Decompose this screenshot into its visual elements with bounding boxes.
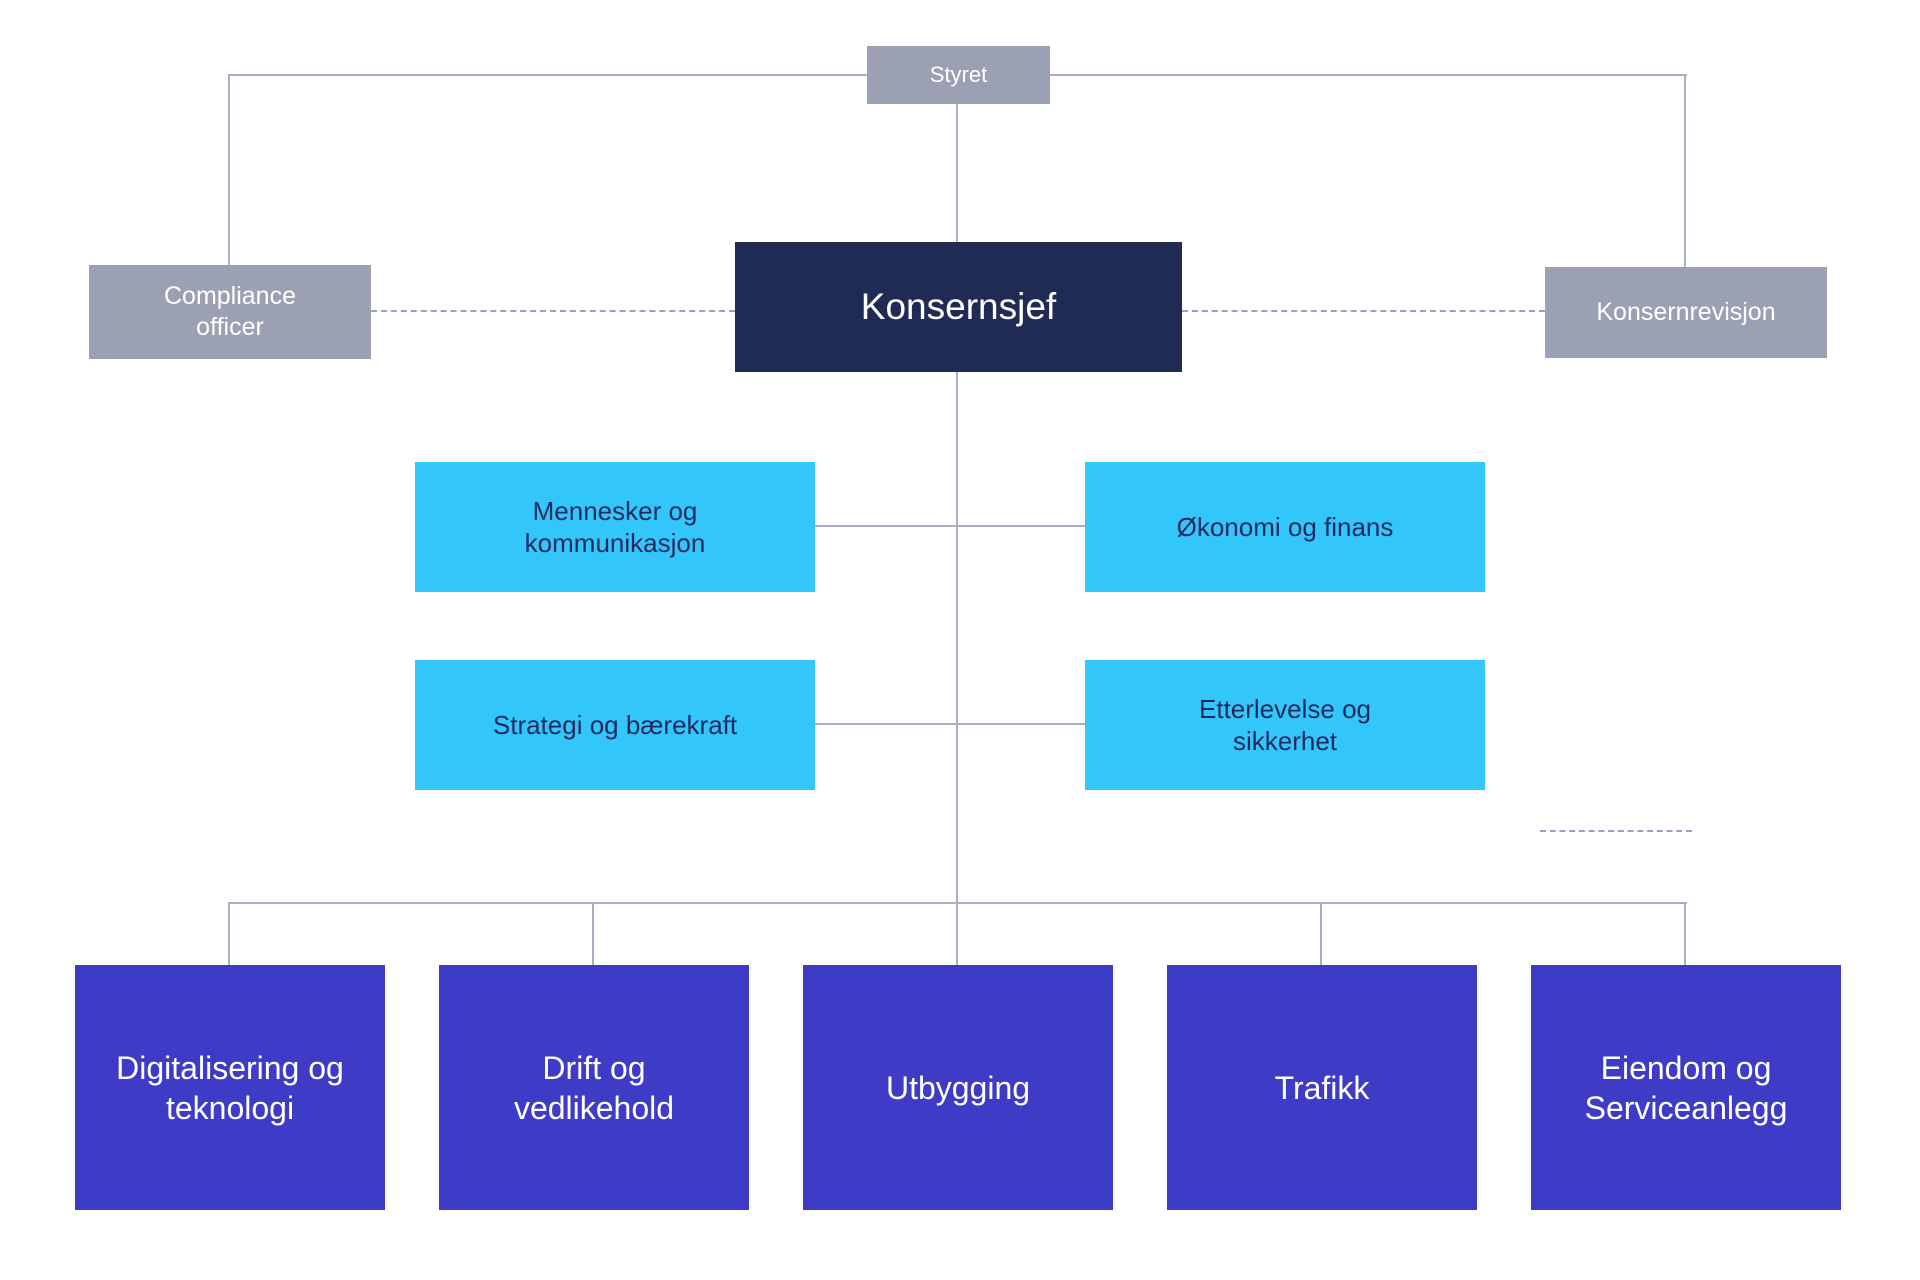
- node-staff-strategi-og-baerekraft: Strategi og bærekraft: [415, 660, 815, 790]
- node-division-label: Utbygging: [885, 1069, 1031, 1106]
- node-division-label: Digitalisering og teknologi: [116, 1049, 344, 1126]
- connector-bus-to-division-1: [228, 902, 230, 965]
- connector-division-bus: [229, 902, 1687, 904]
- dashed-connector-compliance-ceo: [371, 310, 735, 312]
- connector-bus-to-division-2: [592, 902, 594, 965]
- node-board-label: Styret: [929, 62, 988, 88]
- connector-rail-to-compliance: [228, 74, 230, 265]
- node-division-eiendom-og-serviceanlegg: Eiendom og Serviceanlegg: [1531, 965, 1841, 1210]
- node-konsernrevisjon-label: Konsernrevisjon: [1596, 297, 1776, 326]
- connector-rail-to-revisjon: [1684, 74, 1686, 267]
- node-division-label: Eiendom og Serviceanlegg: [1584, 1049, 1788, 1126]
- connector-ceo-axis: [956, 372, 958, 965]
- dashed-stub-right: [1540, 830, 1692, 832]
- node-konsernrevisjon: Konsernrevisjon: [1545, 267, 1827, 358]
- node-division-drift-og-vedlikehold: Drift og vedlikehold: [439, 965, 749, 1210]
- node-ceo-label: Konsernsjef: [860, 285, 1057, 327]
- node-staff-mennesker-og-kommunikasjon: Mennesker og kommunikasjon: [415, 462, 815, 592]
- node-ceo: Konsernsjef: [735, 242, 1182, 372]
- node-division-digitalisering-og-teknologi: Digitalisering og teknologi: [75, 965, 385, 1210]
- node-compliance-officer-label: Compliance officer: [163, 281, 296, 341]
- node-compliance-officer: Compliance officer: [89, 265, 371, 359]
- node-staff-label: Økonomi og finans: [1176, 511, 1394, 542]
- node-staff-label: Mennesker og kommunikasjon: [524, 495, 706, 559]
- node-staff-okonomi-og-finans: Økonomi og finans: [1085, 462, 1485, 592]
- node-staff-etterlevelse-og-sikkerhet: Etterlevelse og sikkerhet: [1085, 660, 1485, 790]
- connector-board-to-ceo: [956, 104, 958, 242]
- node-division-label: Trafikk: [1274, 1069, 1370, 1106]
- connector-bus-to-division-4: [1320, 902, 1322, 965]
- node-division-trafikk: Trafikk: [1167, 965, 1477, 1210]
- connector-staff-row2: [815, 723, 1085, 725]
- node-division-utbygging: Utbygging: [803, 965, 1113, 1210]
- node-division-label: Drift og vedlikehold: [513, 1049, 675, 1126]
- node-board: Styret: [867, 46, 1050, 104]
- node-staff-label: Etterlevelse og sikkerhet: [1199, 693, 1371, 757]
- connector-staff-row1: [815, 525, 1085, 527]
- dashed-connector-ceo-revisjon: [1182, 310, 1545, 312]
- connector-bus-to-division-5: [1684, 902, 1686, 965]
- node-staff-label: Strategi og bærekraft: [492, 709, 738, 740]
